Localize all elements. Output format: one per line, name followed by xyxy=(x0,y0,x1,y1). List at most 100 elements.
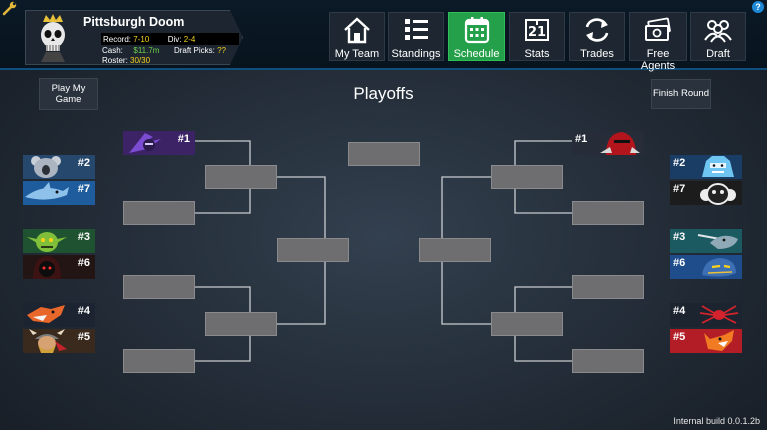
nav-label: Standings xyxy=(391,48,441,60)
record-value: 7-10 xyxy=(133,35,150,44)
bracket-slot xyxy=(572,275,644,299)
bracket-slot xyxy=(572,349,644,373)
seed-card[interactable]: #2 xyxy=(23,155,95,179)
svg-text:21: 21 xyxy=(528,25,546,40)
goblin-logo xyxy=(27,232,67,252)
championship-slot xyxy=(348,142,420,166)
nav-schedule-button[interactable]: Schedule xyxy=(448,12,505,61)
beast-logo xyxy=(700,183,736,205)
seed-card[interactable]: #5 xyxy=(23,329,95,353)
bracket-slot xyxy=(277,238,349,262)
cash-row: Cash: $11.7m Draft Picks: ?? xyxy=(102,46,226,55)
fox-logo xyxy=(27,305,65,323)
seed-number: #1 xyxy=(177,133,190,145)
record-label: Record: xyxy=(103,35,132,44)
cash-label: Cash: xyxy=(102,46,123,55)
nav-label: Draft xyxy=(706,48,730,60)
cash-value: $11.7m xyxy=(133,46,160,55)
seed-card[interactable]: #1 xyxy=(572,131,644,155)
wolf-logo xyxy=(704,330,734,351)
nav-label: Schedule xyxy=(453,48,500,60)
seed-number: #7 xyxy=(77,183,90,195)
roster-value: 30/30 xyxy=(130,56,151,65)
list-icon xyxy=(405,19,428,40)
nav-stats-button[interactable]: 21 Stats xyxy=(509,12,565,61)
nav-draft-button[interactable]: Draft xyxy=(690,12,746,61)
wrench-icon[interactable] xyxy=(2,0,18,16)
seed-number: #7 xyxy=(673,183,686,195)
seed-card[interactable]: #4 xyxy=(670,303,742,327)
spider-logo xyxy=(699,305,739,324)
play-my-game-label-line1: Play My xyxy=(51,83,86,94)
finish-round-button[interactable]: Finish Round xyxy=(651,79,711,109)
seed-card[interactable]: #6 xyxy=(23,255,95,279)
seed-number: #2 xyxy=(673,157,686,169)
seed-number: #4 xyxy=(673,305,686,317)
viking-logo xyxy=(29,329,67,353)
nav-standings-button[interactable]: Standings xyxy=(388,12,444,61)
draft-picks-value: ?? xyxy=(217,46,226,55)
bracket-slot xyxy=(491,165,563,189)
bracket-slot xyxy=(419,238,491,262)
seed-number: #3 xyxy=(673,231,686,243)
trade-arrows-icon xyxy=(585,18,609,42)
purple-ninja-logo xyxy=(129,133,161,153)
seed-card[interactable]: #7 xyxy=(670,181,742,205)
narwhal-logo xyxy=(697,234,738,249)
money-icon xyxy=(645,17,671,41)
draft-picks-label: Draft Picks: xyxy=(173,46,215,55)
skull-king-logo xyxy=(41,14,65,62)
seed-card[interactable]: #3 xyxy=(670,229,742,253)
nav-free-agents-button[interactable]: Free Agents xyxy=(629,12,687,72)
shark-logo xyxy=(25,182,69,200)
bracket-slot xyxy=(205,312,277,336)
seed-card[interactable]: #3 xyxy=(23,229,95,253)
stats-icon: 21 xyxy=(525,19,549,41)
bracket-slot xyxy=(123,201,195,225)
seed-number: #2 xyxy=(77,157,90,169)
team-card: Pittsburgh Doom Record: 7-10 Div: 2-4 Ca… xyxy=(25,10,243,65)
seed-card[interactable]: #1 xyxy=(123,131,195,155)
seed-number: #5 xyxy=(673,331,686,343)
roster-label: Roster: xyxy=(102,56,128,65)
top-bar: ? Pittsburgh Doom Record: 7-10 Div: 2-4 … xyxy=(0,0,767,72)
bracket-slot xyxy=(572,201,644,225)
help-icon[interactable]: ? xyxy=(752,1,764,13)
group-icon xyxy=(704,20,732,43)
nav-trades-button[interactable]: Trades xyxy=(569,12,625,61)
red-knight-logo xyxy=(600,132,640,155)
bracket-slot xyxy=(205,165,277,189)
seed-card[interactable]: #4 xyxy=(23,303,95,327)
roster-row: Roster: 30/30 xyxy=(102,56,150,65)
page-title: Playoffs xyxy=(353,84,414,103)
play-my-game-label-line2: Game xyxy=(55,94,82,105)
nav-label: My Team xyxy=(334,48,380,60)
div-value: 2-4 xyxy=(183,35,196,44)
calendar-icon xyxy=(464,17,489,44)
lizard-logo xyxy=(702,258,736,277)
play-my-game-button[interactable]: Play My Game xyxy=(39,78,98,110)
nav-label: Trades xyxy=(580,48,614,60)
seed-card[interactable]: #6 xyxy=(670,255,742,279)
hooded-reaper-logo xyxy=(33,256,61,279)
nav-label: Stats xyxy=(524,48,550,60)
nav-label: Free Agents xyxy=(640,48,676,72)
div-label: Div: xyxy=(167,35,182,44)
seed-card[interactable]: #5 xyxy=(670,329,742,353)
seed-card[interactable]: #2 xyxy=(670,155,742,179)
seed-number: #6 xyxy=(673,257,686,269)
nav-my-team-button[interactable]: My Team xyxy=(329,12,385,61)
seed-number: #1 xyxy=(575,133,588,145)
record-row: Record: 7-10 Div: 2-4 xyxy=(101,33,239,45)
build-version: Internal build 0.0.1.2b xyxy=(673,416,760,426)
seed-number: #6 xyxy=(77,257,90,269)
seed-card[interactable]: #7 xyxy=(23,181,95,205)
team-name: Pittsburgh Doom xyxy=(83,15,185,29)
bracket-slot xyxy=(123,275,195,299)
house-icon xyxy=(344,17,370,44)
ice-yeti-logo xyxy=(702,156,734,177)
bracket-slot xyxy=(491,312,563,336)
koala-logo xyxy=(31,156,61,178)
bracket-slot xyxy=(123,349,195,373)
